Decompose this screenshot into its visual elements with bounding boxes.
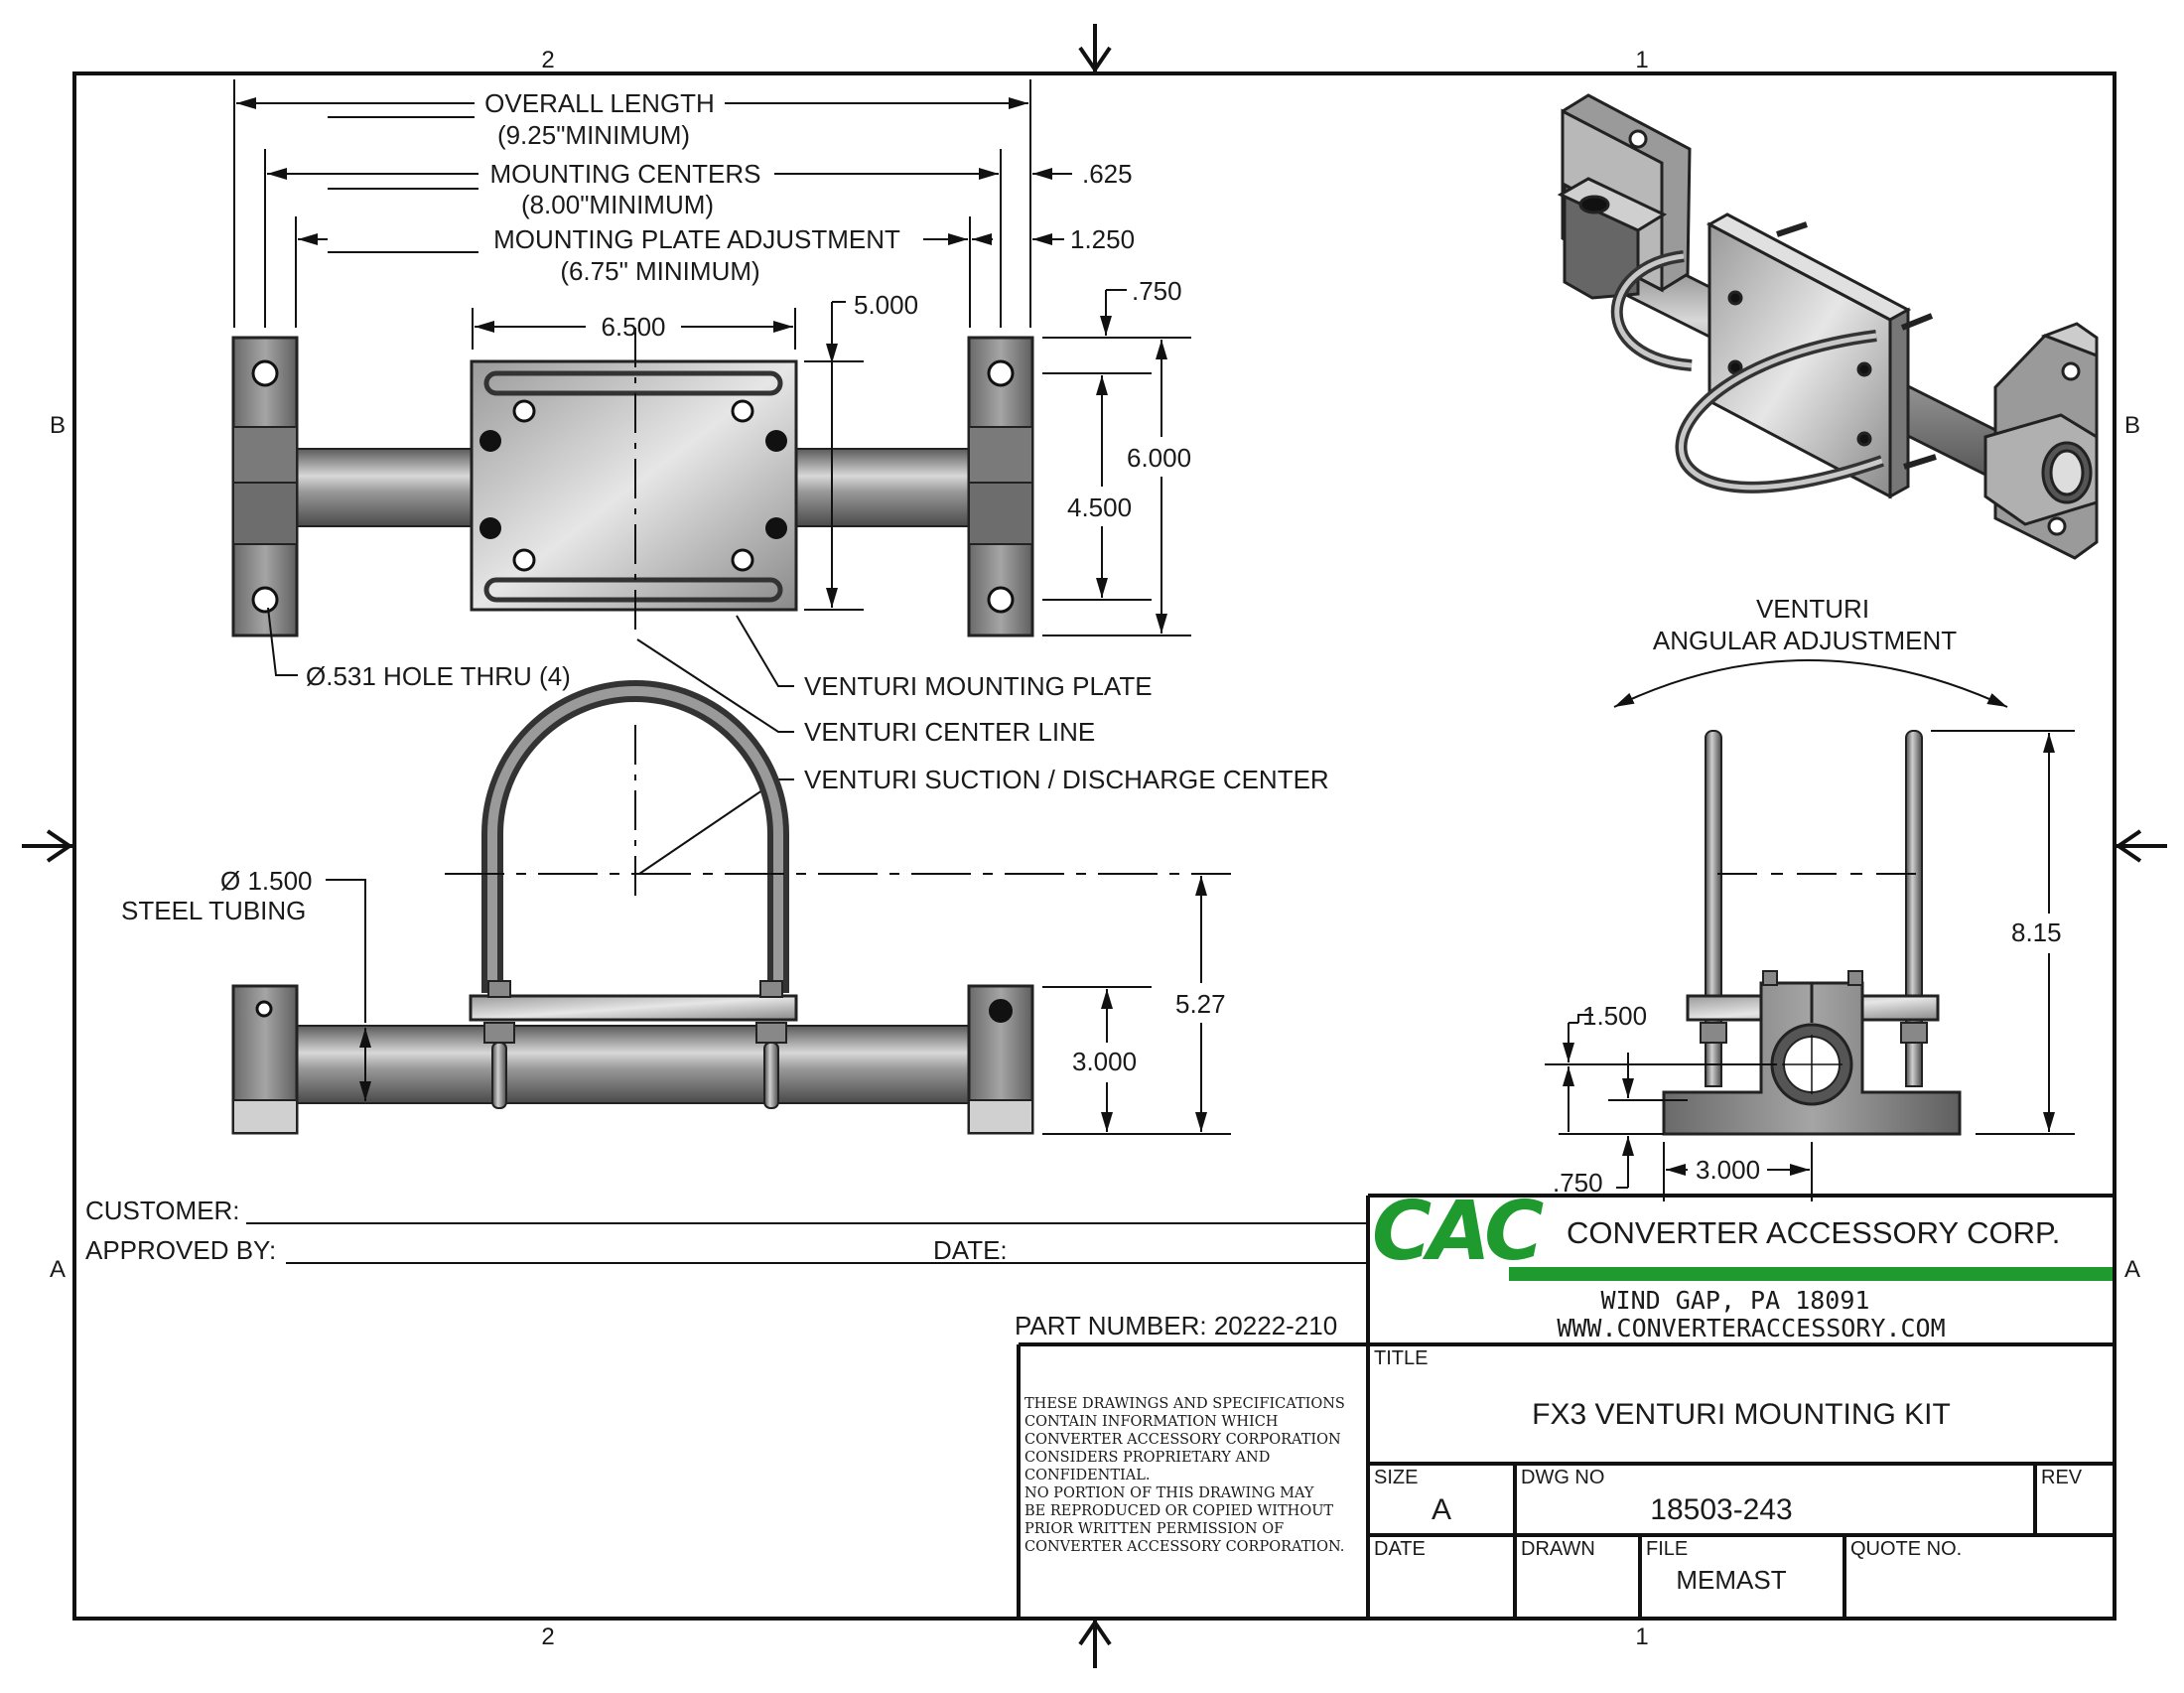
customer-label: CUSTOMER:: [85, 1196, 240, 1225]
prop-line-4: CONSIDERS PROPRIETARY AND: [1024, 1450, 1270, 1466]
zone-left-b: B: [50, 412, 66, 439]
zone-right-a: A: [2124, 1256, 2140, 1283]
overall-length-label: OVERALL LENGTH: [484, 88, 715, 118]
approval-form: CUSTOMER: APPROVED BY: DATE: PART NUMBER…: [85, 1196, 1368, 1340]
dim-1250: 1.250: [1070, 224, 1135, 254]
zone-left-a: A: [50, 1256, 66, 1283]
zone-bottom-2: 2: [541, 1623, 554, 1650]
rev-label: REV: [2041, 1467, 2083, 1488]
approved-by-label: APPROVED BY:: [85, 1235, 276, 1265]
dim-3000-front: 3.000: [1072, 1047, 1137, 1076]
hole-note: Ø.531 HOLE THRU (4): [306, 661, 571, 691]
prop-line-6: NO PORTION OF THIS DRAWING MAY: [1024, 1485, 1314, 1501]
callouts: VENTURI MOUNTING PLATE VENTURI CENTER LI…: [636, 615, 1329, 875]
overall-length-min: (9.25"MINIMUM): [497, 120, 690, 150]
dim-527: 5.27: [1175, 989, 1226, 1019]
dim-4500: 4.500: [1067, 493, 1132, 522]
file-label: FILE: [1646, 1538, 1688, 1560]
quote-label: QUOTE NO.: [1850, 1538, 1962, 1560]
tubing-dia: Ø 1.500: [220, 866, 313, 896]
zone-right-b: B: [2124, 412, 2140, 439]
angular-line-2: ANGULAR ADJUSTMENT: [1653, 626, 1957, 655]
zone-bottom-1: 1: [1635, 1623, 1648, 1650]
dim-750-side: .750: [1553, 1168, 1603, 1198]
side-view: VENTURI ANGULAR ADJUSTMENT: [1545, 594, 2075, 1201]
size-value: A: [1432, 1493, 1451, 1526]
mounting-centers-label: MOUNTING CENTERS: [490, 159, 761, 189]
dim-750-top: .750: [1132, 276, 1182, 306]
proprietary-notice: THESE DRAWINGS AND SPECIFICATIONS CONTAI…: [1024, 1396, 1345, 1555]
prop-line-5: CONFIDENTIAL.: [1024, 1468, 1150, 1483]
callout-center-line: VENTURI CENTER LINE: [804, 717, 1095, 747]
prop-line-2: CONTAIN INFORMATION WHICH: [1024, 1414, 1278, 1430]
prop-line-1: THESE DRAWINGS AND SPECIFICATIONS: [1024, 1396, 1345, 1412]
sheet-border: 2 1 2 1 B A B A: [22, 24, 2167, 1668]
part-number: PART NUMBER: 20222-210: [1015, 1311, 1337, 1340]
prop-line-8: PRIOR WRITTEN PERMISSION OF: [1024, 1521, 1284, 1537]
top-view: OVERALL LENGTH (9.25"MINIMUM) MOUNTING C…: [231, 79, 1191, 691]
tubing-label: STEEL TUBING: [121, 896, 306, 925]
dim-5000: 5.000: [854, 290, 918, 320]
logo-text: CAC: [1372, 1185, 1544, 1279]
plate-adjust-label: MOUNTING PLATE ADJUSTMENT: [493, 224, 900, 254]
front-view: Ø 1.500 STEEL TUBING 5.27 3.000: [121, 680, 1231, 1135]
file-value: MEMAST: [1676, 1565, 1786, 1595]
dim-3000-side: 3.000: [1696, 1155, 1760, 1185]
prop-line-3: CONVERTER ACCESSORY CORPORATION: [1024, 1432, 1341, 1448]
company-city: WIND GAP, PA 18091: [1601, 1286, 1870, 1315]
dwg-value: 18503-243: [1650, 1493, 1792, 1526]
dim-6000: 6.000: [1127, 443, 1191, 473]
prop-line-9: CONVERTER ACCESSORY CORPORATION.: [1024, 1539, 1344, 1555]
mounting-centers-min: (8.00"MINIMUM): [521, 190, 714, 219]
dim-1500-side: 1.500: [1582, 1001, 1647, 1031]
zone-top-1: 1: [1635, 47, 1648, 73]
cac-logo: CAC: [1372, 1185, 2113, 1281]
company-name: CONVERTER ACCESSORY CORP.: [1567, 1215, 2060, 1250]
size-label: SIZE: [1374, 1467, 1418, 1488]
dim-625: .625: [1082, 159, 1133, 189]
callout-suction-center: VENTURI SUCTION / DISCHARGE CENTER: [804, 765, 1329, 794]
callout-mounting-plate: VENTURI MOUNTING PLATE: [804, 671, 1153, 701]
dim-6500: 6.500: [601, 312, 665, 342]
company-web: WWW.CONVERTERACCESSORY.COM: [1557, 1314, 1945, 1342]
dim-815: 8.15: [2011, 917, 2062, 947]
title-block: CAC CONVERTER ACCESSORY CORP. WIND GAP, …: [1017, 1185, 2115, 1619]
plate-adjust-min: (6.75" MINIMUM): [560, 256, 759, 286]
prop-line-7: BE REPRODUCED OR COPIED WITHOUT: [1024, 1503, 1333, 1519]
date-label: DATE:: [933, 1235, 1008, 1265]
zone-top-2: 2: [541, 47, 554, 73]
angular-line-1: VENTURI: [1756, 594, 1869, 624]
title-label: TITLE: [1374, 1347, 1428, 1369]
isometric-view: [1557, 93, 2099, 560]
dwg-label: DWG NO: [1521, 1467, 1604, 1488]
drawn-label: DRAWN: [1521, 1538, 1595, 1560]
date-cell-label: DATE: [1374, 1538, 1426, 1560]
drawing-title: FX3 VENTURI MOUNTING KIT: [1532, 1398, 1951, 1431]
